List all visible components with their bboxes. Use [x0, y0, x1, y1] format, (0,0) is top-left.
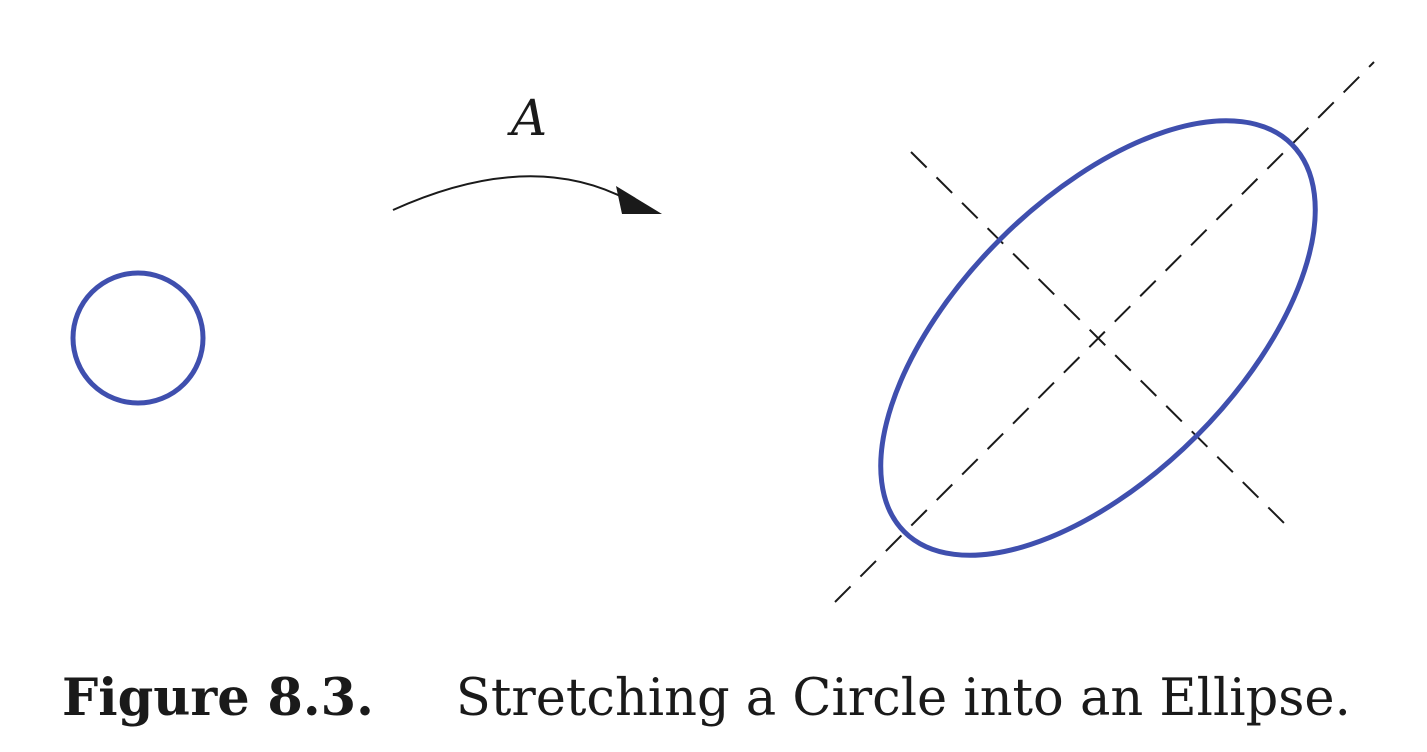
figure-caption: Figure 8.3. Stretching a Circle into an E… — [62, 668, 1351, 728]
stretched-ellipse — [878, 118, 1318, 558]
mapping-arrow — [392, 175, 629, 211]
map-label-A: A — [507, 89, 547, 147]
unit-circle — [70, 270, 206, 406]
figure-diagram: A — [70, 61, 1375, 603]
caption-text: Stretching a Circle into an Ellipse. — [455, 669, 1351, 728]
minor-axis-line — [910, 151, 1291, 530]
caption-number: Figure 8.3. — [62, 668, 374, 728]
major-axis-line — [834, 61, 1375, 603]
arrowhead-icon — [616, 186, 662, 214]
